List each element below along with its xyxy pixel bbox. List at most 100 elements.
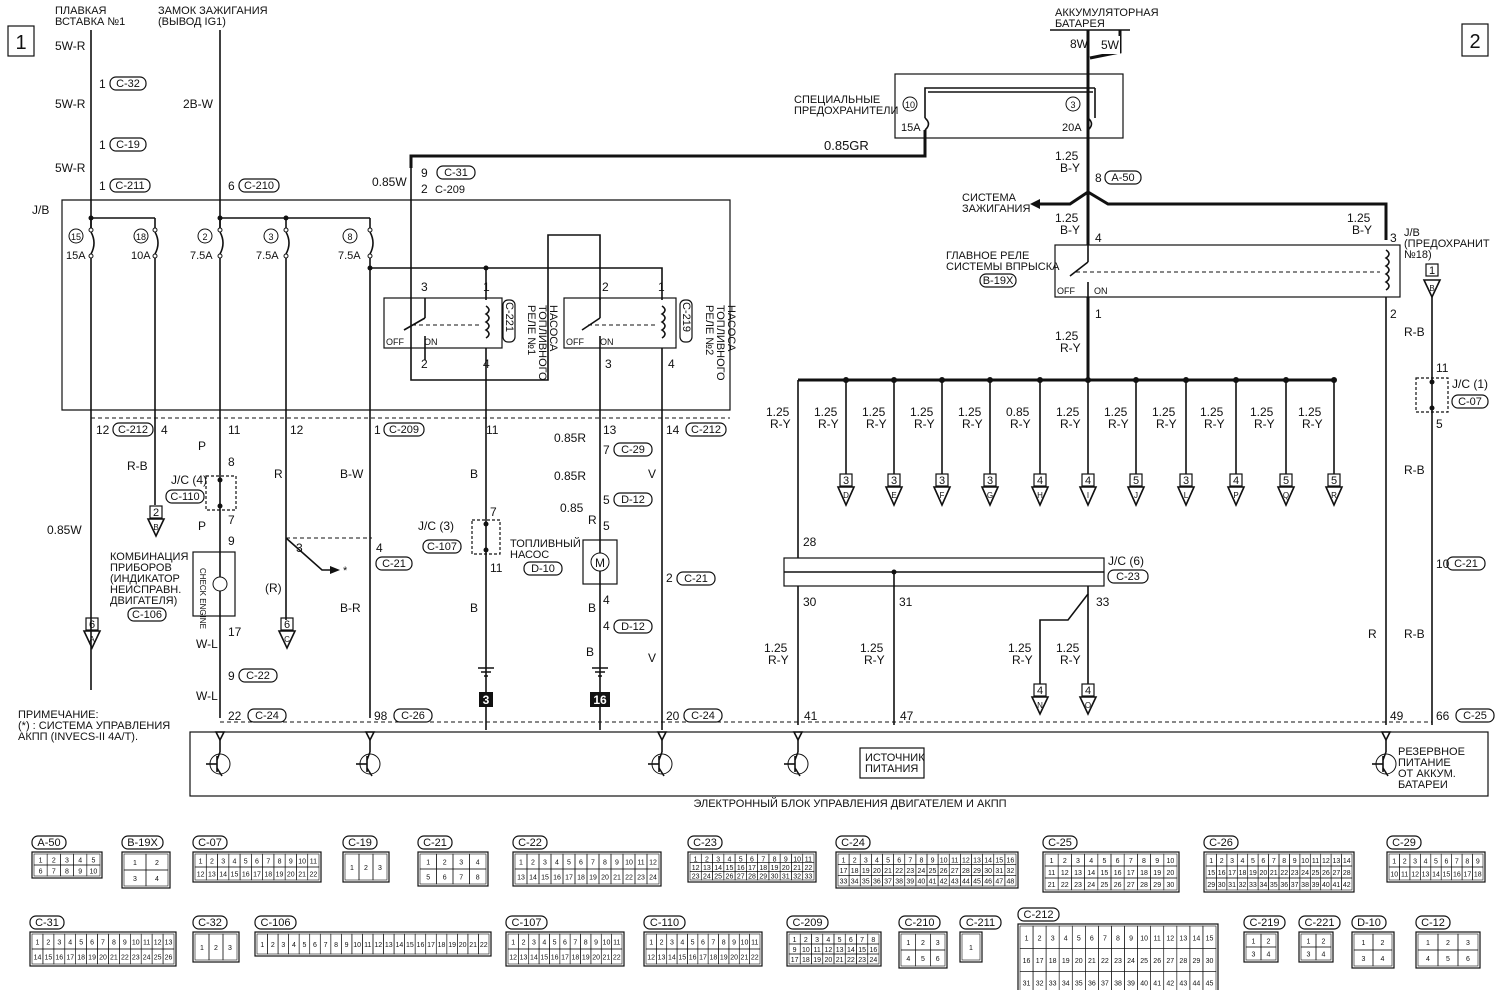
svg-text:2: 2 xyxy=(705,856,709,863)
svg-text:1.25: 1.25 xyxy=(1056,641,1080,655)
junction-connector-6: 28 J/C (6) C-23 30 31 33 1.25 R-Y 1.25 R… xyxy=(764,535,1149,725)
svg-text:23: 23 xyxy=(1114,958,1122,965)
bus-drop: 5R xyxy=(1324,377,1344,507)
svg-text:36: 36 xyxy=(1088,981,1096,988)
svg-text:1: 1 xyxy=(1209,858,1213,865)
svg-text:35: 35 xyxy=(1075,981,1083,988)
svg-text:16: 16 xyxy=(417,942,425,949)
svg-text:41: 41 xyxy=(1332,882,1340,889)
svg-text:1.25: 1.25 xyxy=(1152,405,1176,419)
svg-text:0.85W: 0.85W xyxy=(372,175,407,189)
svg-text:11: 11 xyxy=(1154,935,1161,942)
svg-text:41: 41 xyxy=(1153,981,1161,988)
svg-text:1: 1 xyxy=(1095,307,1102,321)
svg-text:21: 21 xyxy=(1048,882,1056,889)
svg-text:1: 1 xyxy=(519,860,523,867)
svg-text:B: B xyxy=(470,467,478,481)
svg-text:3: 3 xyxy=(281,942,285,949)
svg-text:22: 22 xyxy=(751,955,759,962)
svg-text:3: 3 xyxy=(1070,100,1075,110)
svg-text:17: 17 xyxy=(427,942,435,949)
svg-text:28: 28 xyxy=(1140,882,1148,889)
svg-text:9: 9 xyxy=(594,940,598,947)
svg-text:98: 98 xyxy=(374,709,388,723)
svg-text:1: 1 xyxy=(99,138,106,152)
svg-text:5: 5 xyxy=(1283,475,1289,487)
svg-text:30: 30 xyxy=(984,868,992,875)
svg-text:V: V xyxy=(648,651,656,665)
battery-feed: 8W 5W xyxy=(1050,29,1130,168)
svg-text:СИСТЕМЫ ВПРЫСКА: СИСТЕМЫ ВПРЫСКА xyxy=(946,261,1060,273)
bus-drop: 3L xyxy=(1176,377,1196,507)
svg-text:R-Y: R-Y xyxy=(962,417,983,431)
svg-text:C-29: C-29 xyxy=(1392,837,1416,849)
svg-text:4: 4 xyxy=(1241,858,1245,865)
svg-text:16: 16 xyxy=(1007,857,1015,864)
svg-text:15: 15 xyxy=(406,942,414,949)
svg-text:6: 6 xyxy=(701,940,705,947)
svg-text:3: 3 xyxy=(296,541,303,555)
svg-text:ON: ON xyxy=(1094,286,1108,296)
svg-text:8: 8 xyxy=(1465,859,1469,866)
svg-text:10: 10 xyxy=(905,100,915,110)
svg-text:1: 1 xyxy=(200,945,204,952)
svg-text:14: 14 xyxy=(666,423,680,437)
svg-text:17: 17 xyxy=(840,868,848,875)
svg-text:3: 3 xyxy=(543,860,547,867)
bus-drop: 4I xyxy=(1078,377,1098,507)
svg-text:18: 18 xyxy=(264,872,272,879)
svg-text:24: 24 xyxy=(143,955,151,962)
svg-text:14: 14 xyxy=(984,857,992,864)
svg-text:9: 9 xyxy=(1293,858,1297,865)
svg-text:13: 13 xyxy=(973,857,981,864)
svg-text:R: R xyxy=(1368,627,1377,641)
bus-drop: 3E xyxy=(884,377,904,507)
svg-text:1: 1 xyxy=(1426,940,1430,947)
svg-text:C-23: C-23 xyxy=(693,837,717,849)
power-bus xyxy=(797,378,1334,558)
svg-text:A-50: A-50 xyxy=(1111,172,1134,184)
svg-text:32: 32 xyxy=(1036,981,1044,988)
svg-text:C-107: C-107 xyxy=(512,917,542,929)
svg-text:33: 33 xyxy=(804,874,812,881)
battery-label: АККУМУЛЯТОРНАЯ БАТАРЕЯ xyxy=(1055,7,1159,30)
svg-text:2: 2 xyxy=(443,860,447,867)
svg-text:18: 18 xyxy=(571,955,579,962)
svg-text:47: 47 xyxy=(900,709,914,723)
svg-text:14: 14 xyxy=(530,955,538,962)
svg-text:2: 2 xyxy=(1446,940,1450,947)
svg-text:14: 14 xyxy=(1343,858,1351,865)
svg-text:38: 38 xyxy=(895,879,903,886)
svg-text:2B-W: 2B-W xyxy=(183,97,214,111)
bottom-connector-row: 12 C-212 4 11 12 1 C-209 11 13 14 C-212 xyxy=(96,422,727,437)
svg-text:16: 16 xyxy=(1114,870,1122,877)
svg-text:17: 17 xyxy=(1127,870,1135,877)
svg-text:B-Y: B-Y xyxy=(1060,223,1080,237)
wire-column-5: B-W 4 C-21 B-R xyxy=(340,467,413,615)
svg-text:B-19X: B-19X xyxy=(983,275,1014,287)
pump-feed-wire: 0.85GR 0.85W 9 C-31 2 C-209 xyxy=(372,130,927,268)
bus-wire-label: 1.25R-Y xyxy=(1104,405,1129,431)
svg-text:3: 3 xyxy=(1307,952,1311,959)
svg-text:7: 7 xyxy=(228,513,235,527)
svg-text:10: 10 xyxy=(90,869,98,876)
svg-text:7.5A: 7.5A xyxy=(338,250,361,262)
svg-text:33: 33 xyxy=(1249,882,1257,889)
svg-text:1: 1 xyxy=(350,865,354,872)
svg-text:7: 7 xyxy=(711,940,715,947)
svg-text:17: 17 xyxy=(561,955,569,962)
svg-text:20: 20 xyxy=(1259,870,1267,877)
svg-text:R-Y: R-Y xyxy=(768,653,789,667)
svg-text:19: 19 xyxy=(582,955,590,962)
svg-text:4: 4 xyxy=(1381,956,1385,963)
svg-text:E: E xyxy=(891,491,896,500)
svg-text:2: 2 xyxy=(1390,307,1397,321)
bus-wire-label: 1.25R-Y xyxy=(1200,405,1225,431)
svg-text:0.85R: 0.85R xyxy=(554,469,586,483)
svg-text:17: 17 xyxy=(1463,872,1471,879)
